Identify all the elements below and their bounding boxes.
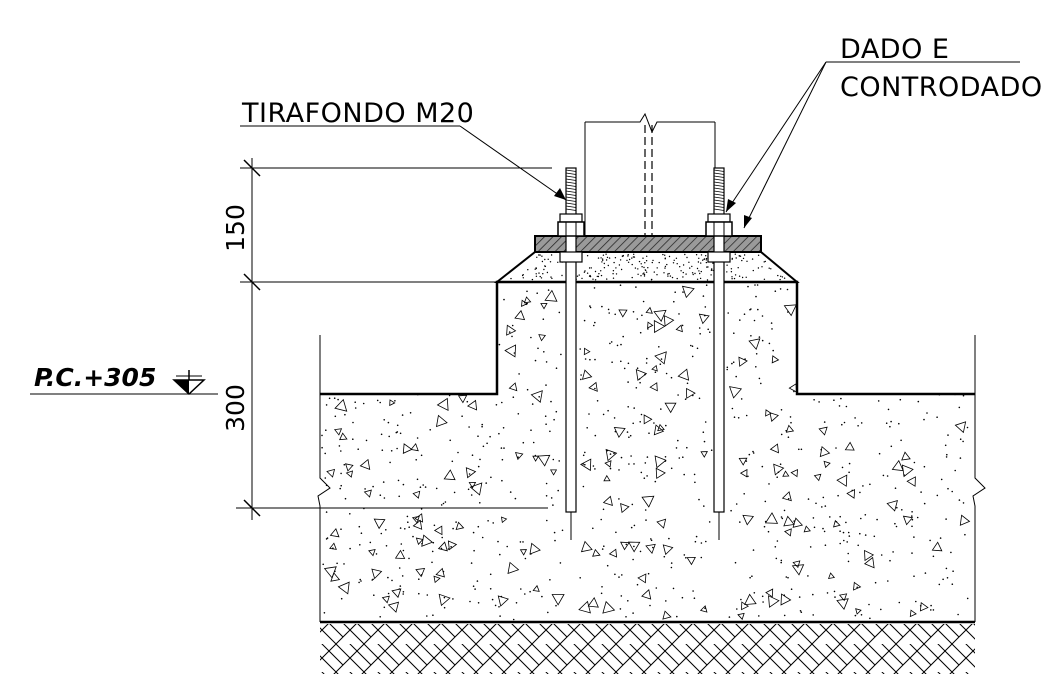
callout-nut [725,61,1020,229]
callout-anchor-bolt-label: TIRAFONDO M20 [241,98,474,129]
anchor-bolt-left [557,167,585,540]
break-line-right [972,335,986,622]
anchor-bolt-right [705,167,733,540]
dimension-150: 150 [221,204,250,252]
callout-nut-label-line1: DADO E [840,34,949,65]
concrete-footing [320,282,975,622]
level-marker [30,370,218,396]
callout-anchor-bolt [240,125,567,201]
break-line-left [317,335,331,622]
dimension-line-vertical [236,158,552,520]
dimension-300: 300 [221,384,250,432]
ground-soil [320,620,975,674]
level-label: P.C.+305 [34,363,156,392]
callout-nut-label-line2: CONTRODADO [840,72,1043,103]
column-profile [584,112,716,236]
